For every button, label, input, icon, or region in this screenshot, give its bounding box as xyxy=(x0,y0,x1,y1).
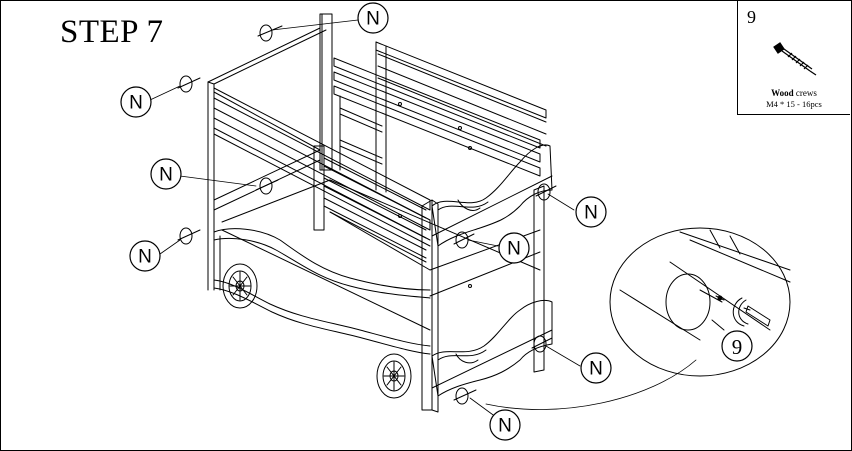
parts-box: 9 Wood crews M4 * 15 - 16pcs xyxy=(737,1,850,115)
detail-callout-label: 9 xyxy=(732,335,743,359)
front-posts xyxy=(313,145,545,413)
wood-screw-icon xyxy=(773,42,817,76)
part-number: 9 xyxy=(747,7,756,27)
part-spec: M4 * 15 - 16pcs xyxy=(766,99,822,109)
left-end-panel xyxy=(207,27,541,331)
callout-group xyxy=(120,2,753,441)
detail-callout-circle xyxy=(721,330,753,362)
callout-label: N xyxy=(129,93,143,114)
lower-curved-end-board xyxy=(431,299,553,397)
callout-circle xyxy=(580,352,612,384)
callout-circle xyxy=(129,240,161,272)
upper-curved-end-board xyxy=(431,144,553,247)
callout-label: N xyxy=(507,239,521,260)
upper-guard-rails xyxy=(323,157,427,263)
callout-circle xyxy=(489,409,521,441)
part-name-bold: Wood xyxy=(771,88,794,98)
callout-circle xyxy=(357,2,389,34)
callout-leaders xyxy=(149,19,697,421)
back-frame xyxy=(319,13,547,288)
step-title: STEP 7 xyxy=(60,14,164,50)
callout-circle xyxy=(575,196,607,228)
callout-circle xyxy=(498,232,530,264)
front-wheel-left xyxy=(222,263,258,309)
front-wheel-right xyxy=(376,353,412,399)
callout-label: N xyxy=(589,359,603,380)
cam-fittings xyxy=(177,24,557,405)
callout-label: N xyxy=(584,203,598,224)
callout-label: N xyxy=(138,247,152,268)
callout-label: N xyxy=(159,165,173,186)
callout-circle xyxy=(150,158,182,190)
part-name: Wood crews xyxy=(738,88,850,98)
detail-view xyxy=(609,227,791,377)
callout-label: N xyxy=(366,9,380,30)
callout-circle xyxy=(120,86,152,118)
part-name-rest: crews xyxy=(793,88,817,98)
callout-label: N xyxy=(498,416,512,437)
